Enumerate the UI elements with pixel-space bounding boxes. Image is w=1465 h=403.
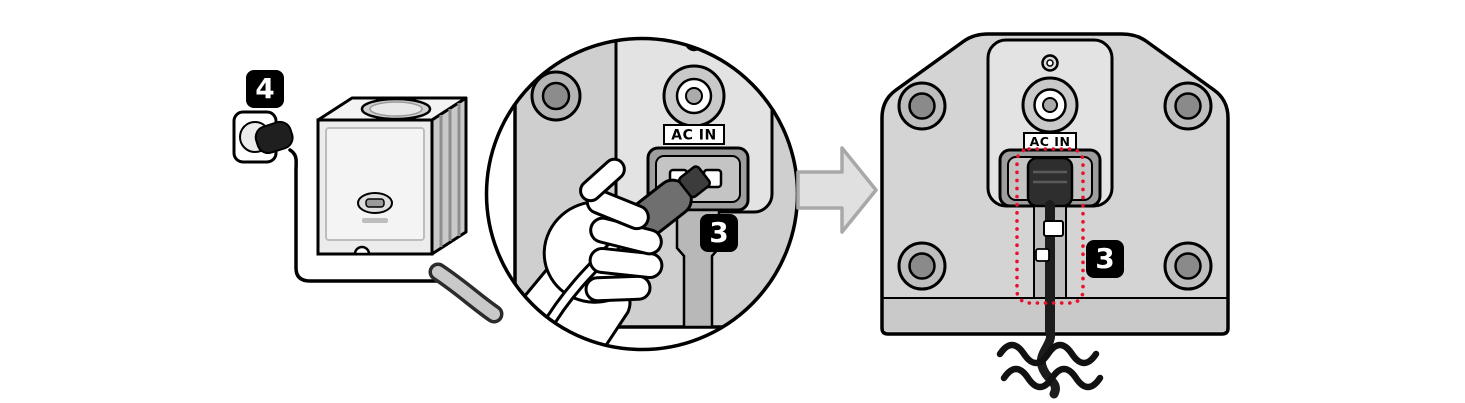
cord-clip-small bbox=[1035, 248, 1050, 262]
ac-in-label-text: AC IN bbox=[1030, 134, 1071, 149]
corner-screw bbox=[897, 81, 947, 131]
squiggle-wave bbox=[996, 341, 1100, 367]
power-cord bbox=[288, 148, 444, 283]
flow-arrow-icon bbox=[796, 146, 878, 234]
cord-clip bbox=[1043, 220, 1064, 237]
corner-screw bbox=[530, 70, 582, 122]
corner-screw bbox=[1163, 81, 1213, 131]
thumb bbox=[579, 157, 626, 203]
finger bbox=[584, 274, 652, 303]
keyhole-center bbox=[1042, 97, 1058, 113]
device-top-speaker-inner bbox=[369, 101, 423, 117]
ac-in-label-zoom: AC IN bbox=[663, 124, 725, 145]
zoom-screw-hole-center bbox=[689, 40, 699, 47]
speaker-device bbox=[316, 96, 468, 256]
device-grille-slot bbox=[362, 218, 388, 223]
device-cord-notch bbox=[353, 245, 371, 256]
keyhole-mount-zoom bbox=[662, 64, 726, 128]
plugged-power-cord bbox=[1026, 156, 1074, 399]
corner-screw bbox=[897, 241, 947, 291]
finger bbox=[588, 246, 664, 280]
keyhole-mount-panel bbox=[1021, 76, 1079, 134]
plug-tip bbox=[678, 165, 712, 199]
step-3-badge-number: 3 bbox=[1095, 242, 1114, 275]
wall-outlet-group: 4 bbox=[232, 70, 504, 324]
cord-continuation-squiggle bbox=[996, 341, 1104, 391]
step-3-badge-box bbox=[700, 214, 738, 252]
panel-screw-hole-center bbox=[1046, 59, 1054, 67]
step-4-badge-box bbox=[246, 70, 284, 108]
cord-to-zoom bbox=[432, 266, 500, 320]
step-3-badge-number: 3 bbox=[709, 216, 728, 249]
mains-plug-icon bbox=[254, 120, 294, 155]
bottom-panel-group: AC IN 3 bbox=[880, 32, 1230, 399]
screw-center bbox=[1174, 92, 1202, 120]
step-3-badge-panel: 3 bbox=[1086, 240, 1124, 278]
step-4-badge-number: 4 bbox=[255, 72, 274, 105]
ac-in-label-box bbox=[663, 124, 725, 145]
squiggle-wave bbox=[1000, 365, 1104, 391]
step-3-badge-box bbox=[1086, 240, 1124, 278]
keyhole-center bbox=[685, 87, 703, 105]
device-latch-slot bbox=[365, 198, 385, 208]
device-front-panel bbox=[325, 127, 425, 241]
corner-screw bbox=[1163, 241, 1213, 291]
cord-continuation bbox=[1036, 326, 1060, 399]
ac-in-label-panel: AC IN bbox=[1023, 132, 1077, 151]
step-4-badge: 4 bbox=[246, 70, 284, 108]
screw-center bbox=[908, 252, 936, 280]
screw-center bbox=[1174, 252, 1202, 280]
zoom-circle-group: AC IN bbox=[484, 36, 800, 352]
screw-center bbox=[908, 92, 936, 120]
ac-in-label-text: AC IN bbox=[671, 128, 716, 144]
screw-center bbox=[541, 81, 571, 111]
step-3-badge-zoom: 3 bbox=[700, 214, 738, 252]
